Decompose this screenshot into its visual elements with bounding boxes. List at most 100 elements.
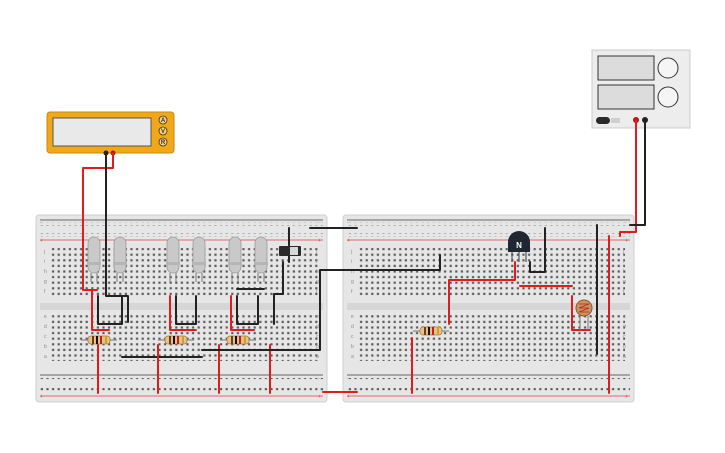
rail-minus-label: -	[40, 376, 42, 382]
row-letter: f	[623, 289, 625, 295]
wires	[82, 119, 646, 394]
power-indicator	[611, 118, 620, 123]
mode-label: R	[161, 140, 166, 146]
row-letter: c	[316, 334, 319, 340]
wire-black[interactable]	[175, 295, 197, 325]
transistor-label: N	[516, 241, 522, 250]
switch-knob[interactable]	[290, 247, 298, 255]
row-letter: i	[351, 259, 352, 265]
row-letter: j	[315, 249, 317, 255]
row-letter: d	[44, 324, 47, 330]
rail-plus-label: +	[318, 394, 321, 400]
wire-black[interactable]	[97, 295, 123, 325]
row-letter: c	[351, 334, 354, 340]
power-switch[interactable]	[596, 117, 610, 124]
current-knob[interactable]	[657, 86, 679, 108]
resistor[interactable]	[81, 335, 117, 345]
resistor-group	[81, 326, 449, 345]
rail-plus-label: +	[625, 238, 628, 244]
rail-plus-label: +	[318, 238, 321, 244]
row-letter: d	[623, 324, 626, 330]
voltage-knob[interactable]	[657, 57, 679, 79]
row-letter: i	[44, 259, 45, 265]
row-letter: e	[44, 314, 47, 320]
npn-transistor[interactable]: N	[508, 231, 530, 262]
slide-switch[interactable]	[279, 246, 301, 256]
mode-label: V	[161, 129, 165, 135]
row-letter: a	[351, 354, 354, 360]
wire-red[interactable]	[82, 152, 114, 291]
wire-black[interactable]	[105, 152, 129, 323]
rail-minus-label: -	[318, 376, 320, 382]
row-letter: i	[623, 259, 624, 265]
row-letter: d	[316, 324, 319, 330]
row-letter: h	[351, 269, 354, 275]
row-letter: d	[351, 324, 354, 330]
rail-minus-label: -	[625, 376, 627, 382]
led[interactable]	[113, 236, 127, 282]
row-letter: h	[623, 269, 626, 275]
wire-black[interactable]	[201, 254, 441, 351]
rail-minus-label: -	[40, 220, 42, 226]
led[interactable]	[192, 236, 206, 282]
wire-red[interactable]	[169, 295, 197, 331]
row-letter: e	[316, 314, 319, 320]
row-letter: h	[44, 269, 47, 275]
row-letter: f	[316, 289, 318, 295]
row-letter: g	[351, 279, 354, 285]
mode-label: A	[161, 118, 166, 124]
led[interactable]	[228, 236, 242, 282]
row-letter: h	[316, 269, 319, 275]
row-letter: b	[44, 344, 47, 350]
wire-red[interactable]	[230, 295, 255, 331]
power-supply[interactable]	[591, 49, 691, 129]
rail-plus-label: +	[347, 394, 350, 400]
multimeter[interactable]: A V R	[46, 111, 175, 156]
row-letter: j	[43, 249, 45, 255]
wire-red[interactable]	[619, 119, 637, 237]
rail-plus-label: +	[347, 238, 350, 244]
multimeter-mode-a-button[interactable]: A	[158, 115, 168, 125]
row-letter: b	[623, 344, 626, 350]
resistor[interactable]	[220, 335, 256, 345]
rail-minus-label: -	[347, 376, 349, 382]
multimeter-mode-r-button[interactable]: R	[158, 137, 168, 147]
row-letter: b	[351, 344, 354, 350]
multimeter-mode-v-button[interactable]: V	[158, 126, 168, 136]
wire-red[interactable]	[571, 295, 591, 331]
led-group	[87, 236, 268, 282]
row-letter: i	[316, 259, 317, 265]
wire-black[interactable]	[629, 119, 646, 226]
row-letter: e	[351, 314, 354, 320]
row-letter: a	[623, 354, 626, 360]
row-letter: c	[44, 334, 47, 340]
rail-minus-label: -	[347, 220, 349, 226]
power-supply-display-2	[597, 84, 655, 110]
row-letter: a	[44, 354, 47, 360]
wire-black[interactable]	[273, 261, 284, 325]
row-letter: f	[351, 289, 353, 295]
row-letter: b	[316, 344, 319, 350]
row-letter: j	[350, 249, 352, 255]
wire-black[interactable]	[236, 295, 259, 325]
row-letter: g	[44, 279, 47, 285]
rail-plus-label: +	[40, 238, 43, 244]
led[interactable]	[166, 236, 180, 282]
photoresistor[interactable]	[575, 299, 593, 330]
led[interactable]	[254, 236, 268, 282]
rail-plus-label: +	[40, 394, 43, 400]
resistor[interactable]	[413, 326, 449, 336]
rail-minus-label: -	[625, 220, 627, 226]
row-letter: e	[623, 314, 626, 320]
row-letter: j	[622, 249, 624, 255]
resistor[interactable]	[158, 335, 194, 345]
row-letter: c	[623, 334, 626, 340]
wire-red[interactable]	[448, 261, 516, 325]
led[interactable]	[87, 236, 101, 282]
wire-red[interactable]	[91, 289, 110, 331]
wire-black[interactable]	[529, 227, 546, 273]
row-letter: f	[44, 289, 46, 295]
